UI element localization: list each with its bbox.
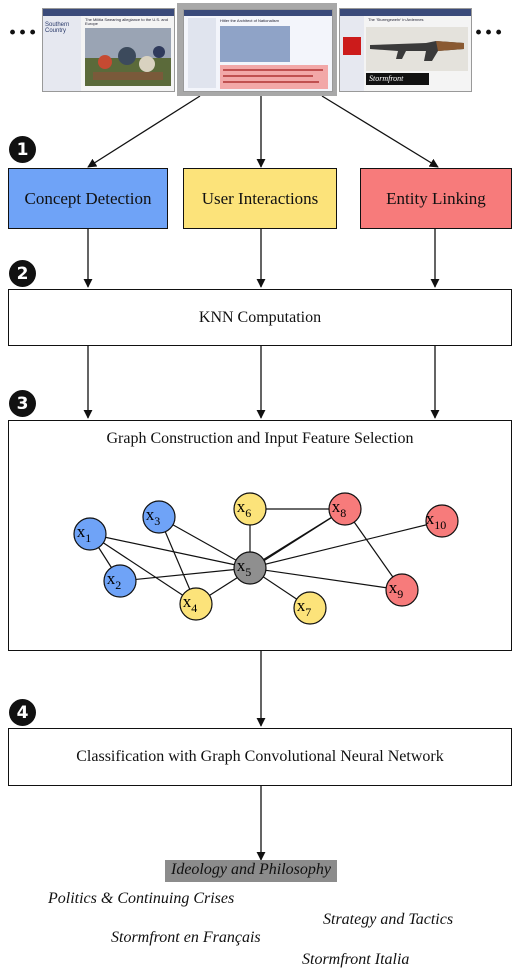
graph-edge-x1-x5 xyxy=(89,533,251,569)
graph-edge-x3-x5 xyxy=(158,516,251,569)
thumb-right-rifle xyxy=(366,27,468,71)
graph-node-x8: x8 xyxy=(328,492,362,526)
arrow-to-entity-linking xyxy=(321,95,439,168)
graph-node-x4: x4 xyxy=(179,587,213,621)
graph-node-label-x1: x1 xyxy=(77,522,92,545)
output-label-francais: Stormfront en Français xyxy=(111,929,261,946)
step-number-1: 1 xyxy=(9,136,36,163)
ellipsis-left: ··· xyxy=(8,18,39,48)
thumbnail-middle: Hitler the Architect of Nationalism xyxy=(177,3,337,96)
thumb-middle-photo xyxy=(220,26,290,62)
graph-node-label-x5: x5 xyxy=(237,556,252,579)
ellipsis-right: ··· xyxy=(474,18,505,48)
thumbnail-right: The 'Sturmgewehr' in Ardennes Stormfront xyxy=(339,8,472,92)
graph-node-x6: x6 xyxy=(233,492,267,526)
thumb-left-site-name: Southern Country xyxy=(45,22,70,34)
graph-construction-title: Graph Construction and Input Feature Sel… xyxy=(106,430,414,447)
graph-node-label-x10: x10 xyxy=(426,509,447,532)
knn-graph: x1 x2 x3 x4 x5 x6 x7 x8 x9 x10 xyxy=(73,492,459,625)
graph-node-label-x2: x2 xyxy=(107,569,122,592)
graph-node-x5: x5 xyxy=(233,551,267,585)
graph-edge-x2-x5 xyxy=(119,567,251,582)
output-label-italia: Stormfront Italia xyxy=(302,951,410,968)
graph-node-label-x8: x8 xyxy=(332,497,347,520)
graph-node-x9: x9 xyxy=(385,573,419,607)
graph-construction-box: Graph Construction and Input Feature Sel… xyxy=(8,420,512,651)
thumb-left-header: The Militia Swearing allegiance to the U… xyxy=(85,18,168,26)
graph-edge-x8-x4 xyxy=(195,508,346,605)
thumbnail-left: Southern Country The Militia Swearing al… xyxy=(42,8,175,92)
knn-computation-box: KNN Computation xyxy=(8,289,512,346)
graph-node-x1: x1 xyxy=(73,517,107,551)
thumb-right-header: The 'Sturmgewehr' in Ardennes xyxy=(368,17,424,22)
output-label-politics: Politics & Continuing Crises xyxy=(48,890,235,907)
user-interactions-box: User Interactions xyxy=(183,168,337,229)
thumb-right-red-square xyxy=(343,37,361,55)
graph-node-x10: x10 xyxy=(425,504,459,538)
graph-edge-x5-x9 xyxy=(249,567,403,591)
output-label-ideology: Ideology and Philosophy xyxy=(165,860,337,882)
graph-edge-x1-x4 xyxy=(89,533,197,605)
classification-box: Classification with Graph Convolutional … xyxy=(8,728,512,786)
graph-node-label-x7: x7 xyxy=(297,596,312,619)
graph-edge-x10-x5 xyxy=(249,520,443,569)
thumb-left-photo xyxy=(85,28,171,86)
thumb-right-logo: Stormfront xyxy=(366,73,429,85)
thumb-middle-header: Hitler the Architect of Nationalism xyxy=(220,18,279,23)
step-number-2: 2 xyxy=(9,260,36,287)
concept-detection-box: Concept Detection xyxy=(8,168,168,229)
entity-linking-box: Entity Linking xyxy=(360,168,512,229)
output-label-strategy: Strategy and Tactics xyxy=(323,911,454,928)
step-number-3: 3 xyxy=(9,390,36,417)
graph-node-label-x6: x6 xyxy=(237,497,252,520)
graph-node-label-x3: x3 xyxy=(146,505,161,528)
step-number-4: 4 xyxy=(9,699,36,726)
graph-node-x2: x2 xyxy=(103,564,137,598)
graph-node-x3: x3 xyxy=(142,500,176,534)
arrow-to-concept-detection xyxy=(87,95,201,168)
graph-node-label-x4: x4 xyxy=(183,592,198,615)
graph-node-x7: x7 xyxy=(293,591,327,625)
thumb-middle-text-highlight xyxy=(220,65,328,89)
graph-node-label-x9: x9 xyxy=(389,578,404,601)
